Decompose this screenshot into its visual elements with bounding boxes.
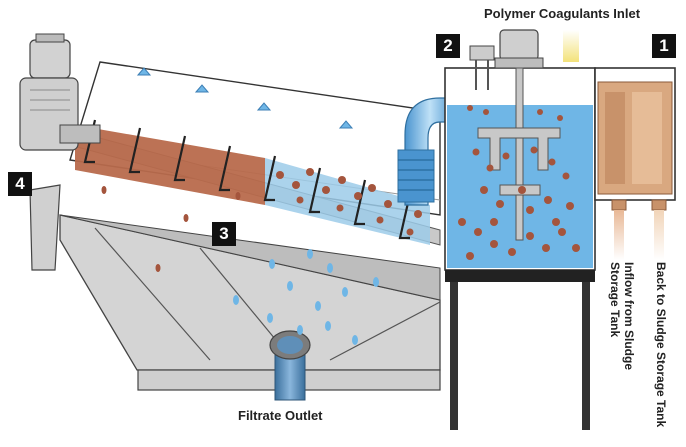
filtrate-drops <box>233 249 379 345</box>
screw-drum <box>69 61 441 246</box>
sludge-drops <box>101 186 241 272</box>
filtrate-trough <box>59 214 441 391</box>
marker-2: 2 <box>436 34 460 58</box>
flocculation-tank <box>444 29 596 430</box>
marker-1: 1 <box>652 34 676 58</box>
polymer-inlet-label: Polymer Coagulants Inlet <box>484 6 641 21</box>
polymer-inlet-pipe <box>563 30 579 62</box>
drive-motor <box>19 33 101 271</box>
filtrate-outlet-pipe <box>269 330 311 401</box>
marker-4: 4 <box>8 172 32 196</box>
tank-flocs <box>458 105 580 260</box>
filtrate-outlet-label: Filtrate Outlet <box>238 408 323 423</box>
sludge-storage-box <box>594 67 676 260</box>
inflow-from-storage-label: Inflow from Sludge Storage Tank <box>608 262 636 370</box>
marker-3: 3 <box>212 222 236 246</box>
back-to-storage-label: Back to Sludge Storage Tank <box>654 262 668 428</box>
